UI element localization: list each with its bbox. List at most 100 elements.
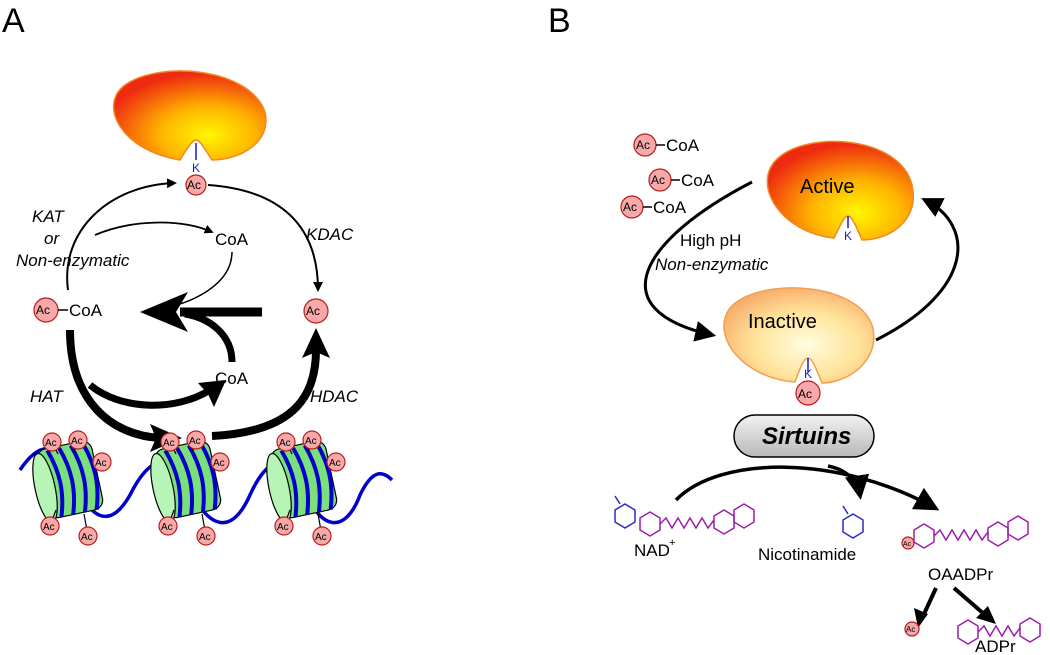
acetyl-tail: Ac: [186, 430, 206, 453]
sirtuin-reaction-arrow: [674, 465, 940, 511]
hdac-arrowhead: [302, 328, 330, 358]
svg-text:Ac: Ac: [277, 522, 289, 533]
coa-bottom-return: [184, 310, 236, 363]
nucleosome: [150, 440, 222, 523]
kdac-arrow: [207, 184, 323, 292]
kdac-label: KDAC: [306, 225, 354, 244]
non-enzymatic-arrow: [644, 180, 753, 342]
nicotinamide-molecule: Nicotinamide: [758, 505, 864, 564]
panel-b-label: B: [548, 2, 571, 40]
nicotinamide-label: Nicotinamide: [758, 545, 856, 564]
acetyl-tail: Ac: [312, 513, 332, 546]
svg-text:CoA: CoA: [653, 198, 687, 217]
acetyl-tail: Ac: [274, 509, 294, 536]
active-protein: K Active: [766, 140, 915, 243]
inactive-label: Inactive: [748, 311, 817, 333]
svg-text:Ac: Ac: [36, 303, 50, 317]
svg-text:Ac: Ac: [95, 458, 107, 469]
acetyl-tail: Ac: [160, 432, 180, 455]
or-label: or: [44, 229, 60, 248]
adpr-label: ADPr: [975, 637, 1016, 655]
oaadpr-label: OAADPr: [928, 565, 994, 584]
svg-text:Ac: Ac: [903, 541, 912, 548]
svg-text:CoA: CoA: [69, 301, 103, 320]
hdac-arrow: [211, 349, 320, 440]
svg-text:Ac: Ac: [161, 522, 173, 533]
acetylated-protein: K: [112, 70, 267, 175]
acetyl-tail: Ac: [325, 452, 346, 472]
coa-release-arrow: [94, 221, 214, 236]
svg-text:Ac: Ac: [305, 436, 317, 447]
nad-charge: +: [669, 537, 675, 549]
acetyl-tail: Ac: [42, 432, 62, 455]
svg-text:Ac: Ac: [315, 532, 327, 543]
ac-right: Ac: [303, 298, 329, 324]
svg-text:Ac: Ac: [199, 532, 211, 543]
svg-text:Ac: Ac: [306, 304, 320, 318]
hdac-label: HDAC: [310, 387, 359, 406]
acetyl-tail: Ac: [91, 452, 112, 472]
svg-text:Ac: Ac: [71, 436, 83, 447]
svg-text:Ac: Ac: [81, 532, 93, 543]
ac-top: Ac: [185, 174, 207, 196]
svg-text:Ac: Ac: [187, 178, 201, 192]
nad-label: NAD: [634, 541, 670, 560]
activation-arrow: [875, 198, 960, 342]
svg-text:Ac: Ac: [623, 200, 637, 214]
sirtuins-box: Sirtuins: [733, 414, 875, 458]
nicotinamide-arrow: [827, 464, 870, 500]
acetyl-tail: Ac: [40, 509, 60, 536]
svg-text:Ac: Ac: [45, 438, 57, 449]
ac-coa-1: Ac CoA: [633, 133, 700, 157]
acetyl-tail: Ac: [209, 452, 230, 472]
ac-coa-left: Ac CoA: [33, 297, 103, 323]
nucleosome: [32, 440, 104, 523]
ac-release-arrow: [922, 587, 938, 615]
hat-label: HAT: [30, 387, 64, 406]
hat-coa-arrow: [87, 382, 212, 409]
non-enzymatic-b-label: Non-enzymatic: [655, 255, 769, 274]
svg-text:Sirtuins: Sirtuins: [762, 423, 851, 450]
kat-label: KAT: [32, 207, 65, 226]
adpr-molecule: ADPr: [957, 617, 1041, 655]
svg-text:Ac: Ac: [163, 438, 175, 449]
hat-arrow: [66, 329, 161, 442]
ac-coa-2: Ac CoA: [648, 168, 715, 192]
non-enzymatic-label: Non-enzymatic: [16, 251, 130, 270]
acetyl-tail: Ac: [302, 430, 322, 453]
svg-text:Ac: Ac: [906, 625, 915, 634]
acetyl-tail: Ac: [78, 513, 98, 546]
inactive-protein: K Inactive Ac: [723, 287, 875, 406]
acetyl-tail: Ac: [68, 430, 88, 453]
svg-text:CoA: CoA: [666, 136, 700, 155]
svg-text:Ac: Ac: [636, 138, 650, 152]
acetyl-tail: Ac: [158, 509, 178, 536]
svg-text:Ac: Ac: [213, 458, 225, 469]
svg-text:Ac: Ac: [329, 458, 341, 469]
adpr-release-arrow: [952, 586, 986, 616]
panel-a-label: A: [2, 2, 25, 40]
svg-text:Ac: Ac: [798, 387, 812, 401]
high-ph-label: High pH: [680, 231, 741, 250]
svg-text:K: K: [804, 367, 812, 381]
svg-text:CoA: CoA: [681, 171, 715, 190]
acetyl-tail: Ac: [196, 513, 216, 546]
nucleosome: [266, 440, 338, 523]
coa-top-label: CoA: [215, 230, 249, 249]
oaadpr-molecule: Ac OAADPr: [901, 515, 1029, 584]
ac-coa-3: Ac CoA: [620, 195, 687, 219]
svg-text:K: K: [844, 229, 852, 243]
svg-text:Ac: Ac: [279, 438, 291, 449]
free-ac: Ac: [904, 621, 920, 637]
acetyl-tail: Ac: [276, 432, 296, 455]
svg-text:Ac: Ac: [189, 436, 201, 447]
nad-molecule: NAD +: [614, 495, 755, 560]
svg-text:Ac: Ac: [43, 522, 55, 533]
lysine-label: K: [192, 161, 200, 175]
thick-arrowhead: [140, 292, 188, 332]
active-label: Active: [800, 176, 854, 198]
kat-arrow: [66, 178, 177, 291]
